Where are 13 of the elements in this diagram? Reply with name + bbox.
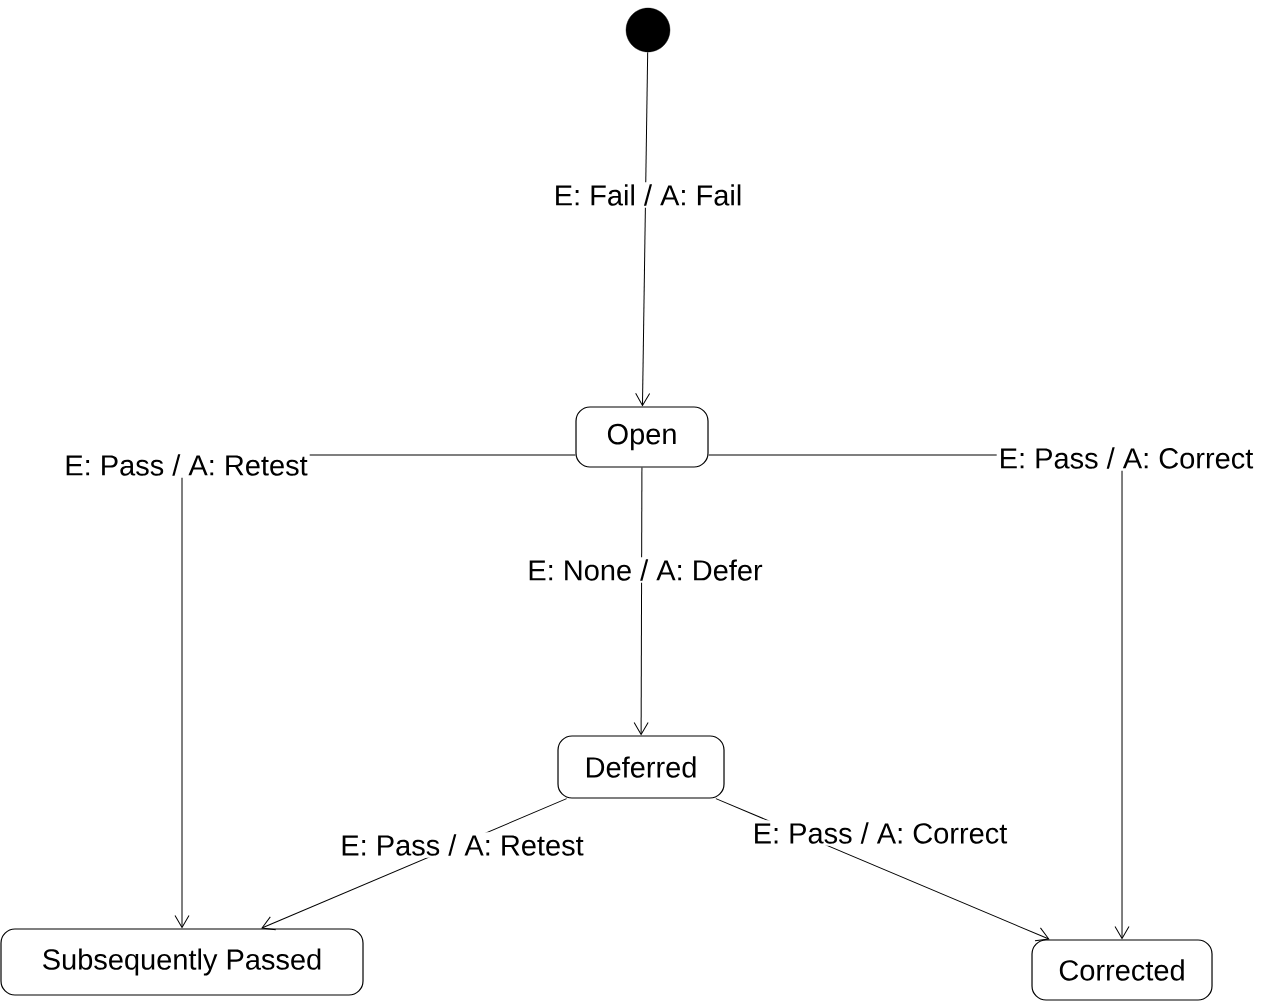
- state-box: Corrected: [1031, 939, 1213, 1001]
- edge-label: E: Pass / A: Retest: [338, 832, 586, 858]
- edge-label: E: Pass / A: Correct: [750, 820, 1010, 846]
- transition-arrow: [635, 51, 651, 406]
- transition-arrow: [633, 467, 649, 735]
- state-box: Subsequently Passed: [0, 928, 364, 996]
- state-box: Deferred: [557, 735, 725, 799]
- initial-state-dot: [625, 7, 671, 53]
- state-box: Open: [575, 406, 709, 468]
- edge-label: E: Pass / A: Retest: [62, 452, 310, 478]
- edge-label: E: Pass / A: Correct: [996, 445, 1256, 471]
- edge-label: E: Fail / A: Fail: [551, 182, 745, 208]
- edge-label: E: None / A: Defer: [525, 557, 765, 583]
